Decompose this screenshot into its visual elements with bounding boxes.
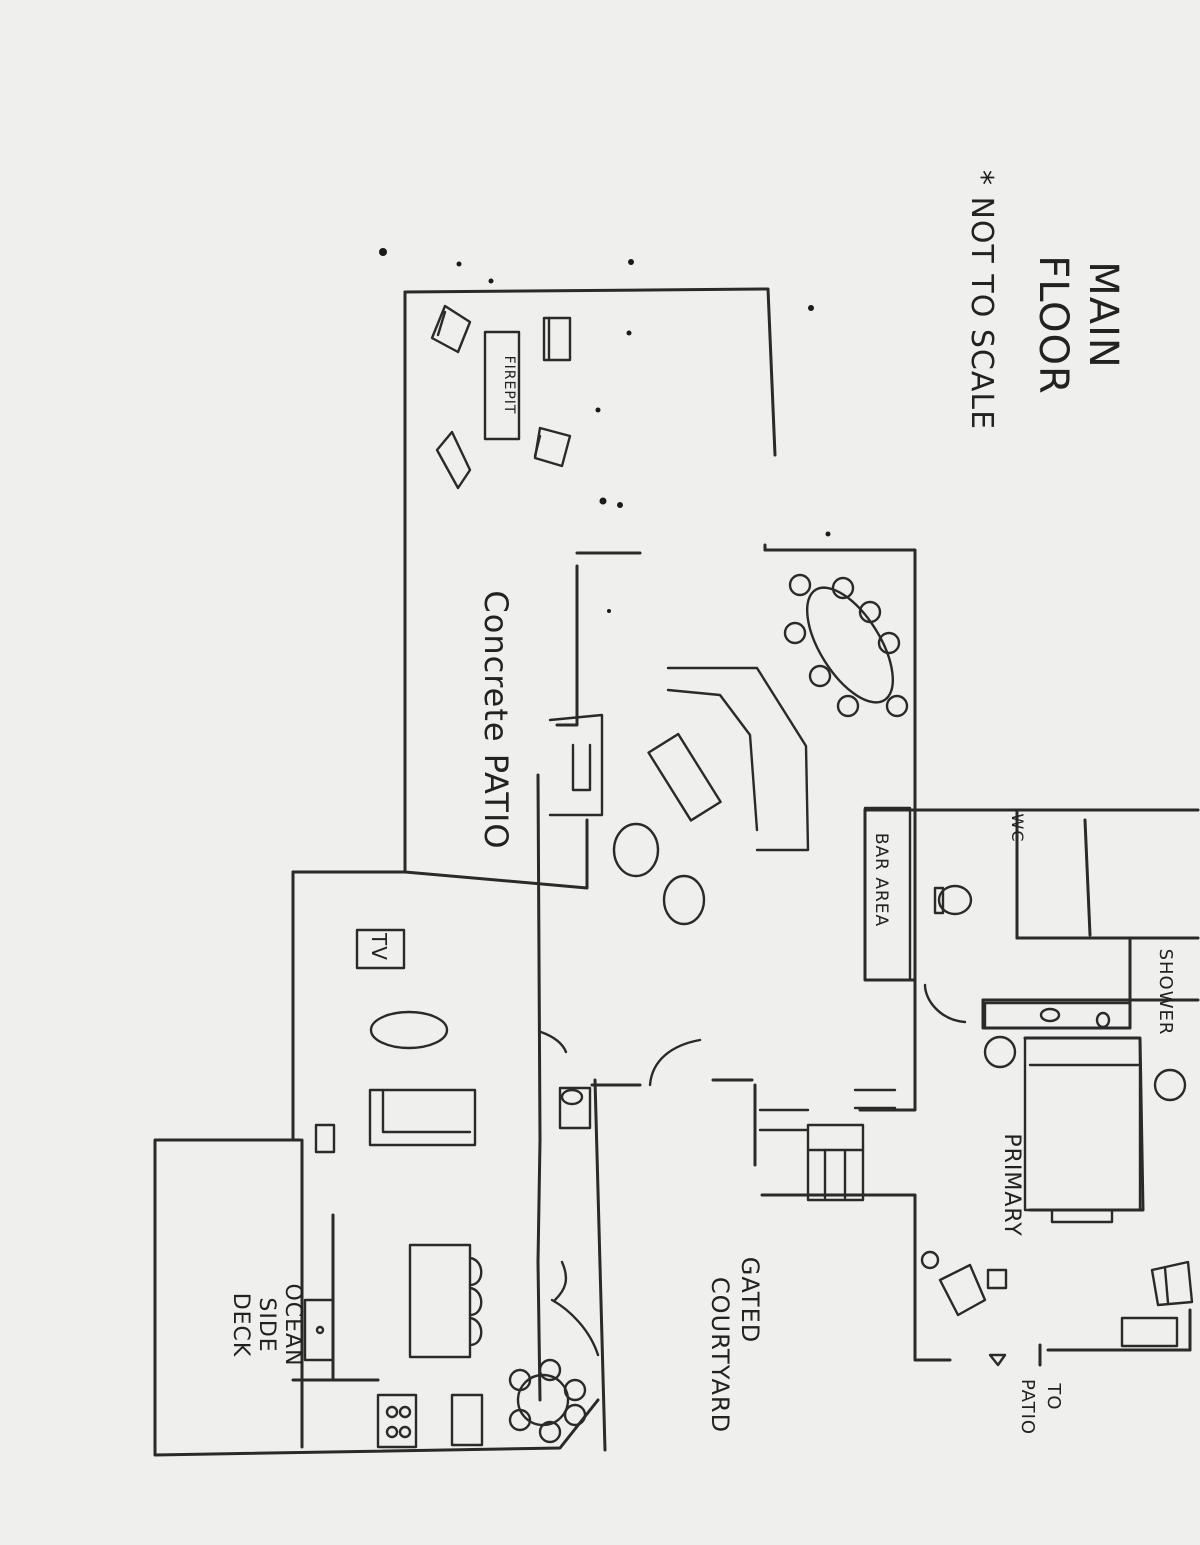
round-table <box>508 1358 587 1444</box>
label-primary: PRIMARY <box>999 1133 1024 1236</box>
kitchen-sink <box>303 1298 335 1362</box>
label-shower: SHOWER <box>1155 949 1176 1036</box>
label-to: TO <box>1043 1382 1064 1410</box>
ink-specks <box>379 248 831 613</box>
firepit-chairs <box>430 304 572 490</box>
title-scale-note: * NOT TO SCALE <box>964 170 999 430</box>
staircase <box>758 1088 897 1202</box>
powder-room-fixtures <box>558 1086 592 1130</box>
kitchen-island <box>408 1243 472 1359</box>
coffee-table <box>369 1010 449 1050</box>
primary-bed <box>1023 1036 1142 1224</box>
firepit <box>483 330 521 441</box>
label-firepit: FIREPIT <box>501 356 517 415</box>
label-deck: DECK <box>228 1293 253 1358</box>
dining-table <box>783 573 909 718</box>
bar-counter <box>863 806 912 982</box>
walls <box>153 287 1200 1457</box>
sofa <box>368 1088 477 1147</box>
labels: MAIN FLOOR * NOT TO SCALE FIREPIT Concre… <box>228 170 1176 1435</box>
label-ocean: OCEAN <box>280 1283 305 1366</box>
label-gated: GATED <box>736 1257 764 1343</box>
kitchen-counter <box>647 666 810 852</box>
title-main: MAIN <box>1080 261 1126 369</box>
tv-unit <box>355 928 406 970</box>
label-patio-exit: PATIO <box>1017 1379 1038 1435</box>
title-floor: FLOOR <box>1030 255 1076 395</box>
label-concrete-patio: Concrete PATIO <box>477 590 515 849</box>
label-courtyard: COURTYARD <box>706 1277 734 1433</box>
label-bar-area: BAR AREA <box>871 833 891 927</box>
stove <box>376 1393 418 1449</box>
label-wc: WC <box>1008 814 1027 843</box>
label-tv: TV <box>367 932 391 961</box>
patio-lounge <box>548 713 604 817</box>
furniture <box>303 304 1194 1449</box>
label-side: SIDE <box>254 1297 279 1352</box>
